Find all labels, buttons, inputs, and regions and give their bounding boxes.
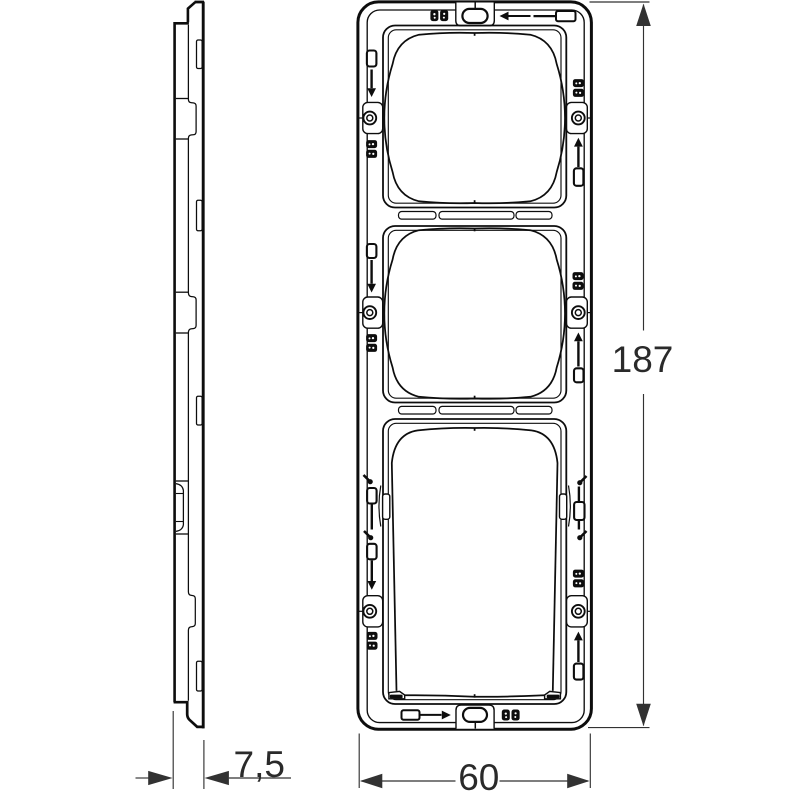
svg-text:7,5: 7,5 — [234, 744, 285, 785]
svg-text:187: 187 — [612, 339, 674, 380]
svg-text:60: 60 — [458, 757, 499, 798]
